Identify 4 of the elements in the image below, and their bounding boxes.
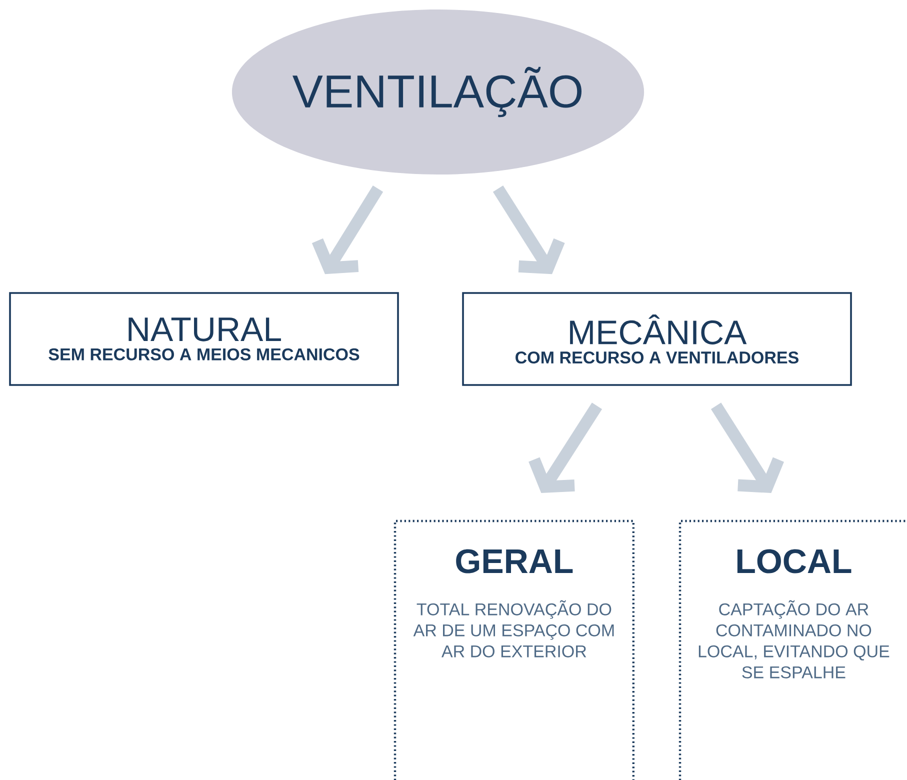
dotted-box: LOCAL CAPTAÇÃO DO AR CONTAMINADO NO LOCAL, EVITANDO QUE SE ESPALHE: [678, 520, 907, 780]
dotted-box: GERAL TOTAL RENOVAÇÃO DO AR DE UM ESPAÇO COM AR DO EXTERIOR: [394, 520, 634, 780]
category-box: MECÂNICA COM RECURSO A VENTILADORES: [462, 292, 852, 386]
category-box: NATURAL SEM RECURSO A MEIOS MECANICOS: [9, 292, 399, 386]
